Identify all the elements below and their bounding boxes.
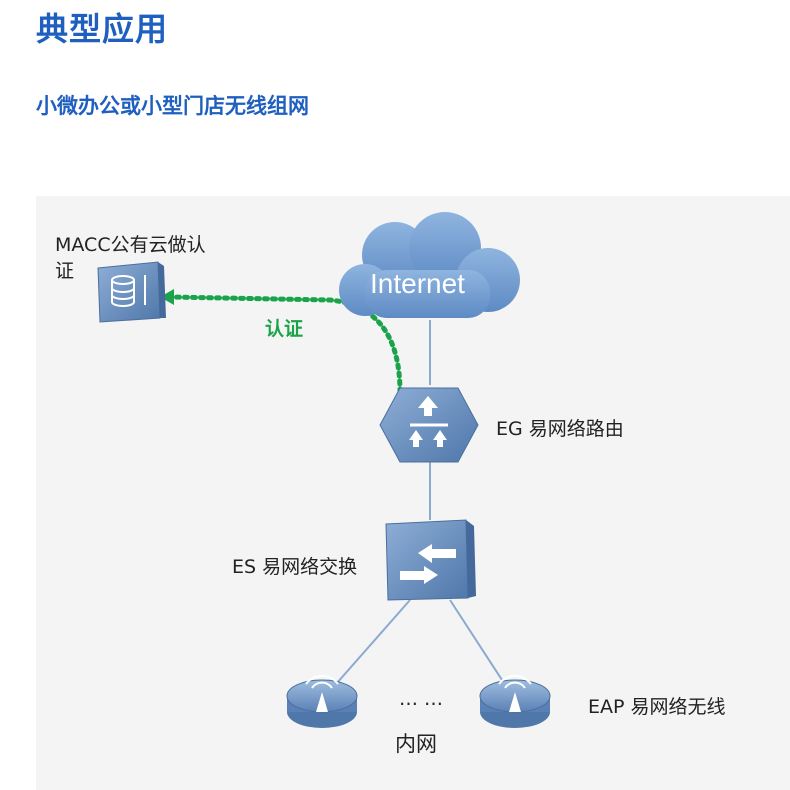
es-switch-icon xyxy=(385,519,476,601)
lan-label: 内网 xyxy=(395,732,437,756)
es-label: ES 易网络交换 xyxy=(232,556,358,578)
eg-router-icon xyxy=(379,387,479,463)
auth-label: 认证 xyxy=(265,318,304,340)
eap-label: EAP 易网络无线 xyxy=(588,696,726,718)
auth-arrow-head xyxy=(160,289,174,305)
page-subtitle: 小微办公或小型门店无线组网 xyxy=(36,94,309,118)
ellipsis-label: … … xyxy=(399,688,444,710)
eg-label: EG 易网络路由 xyxy=(496,418,624,440)
ap-left-icon xyxy=(286,675,358,728)
link-lines xyxy=(321,320,516,701)
macc-label-line1: MACC公有云做认 xyxy=(55,234,206,256)
macc-server-icon xyxy=(97,261,166,323)
internet-cloud-icon xyxy=(339,212,520,318)
auth-path xyxy=(167,294,403,395)
ap-right-icon xyxy=(479,675,551,728)
internet-label: Internet xyxy=(370,268,465,299)
macc-label-line2: 证 xyxy=(55,260,75,282)
page-title: 典型应用 xyxy=(36,10,169,48)
